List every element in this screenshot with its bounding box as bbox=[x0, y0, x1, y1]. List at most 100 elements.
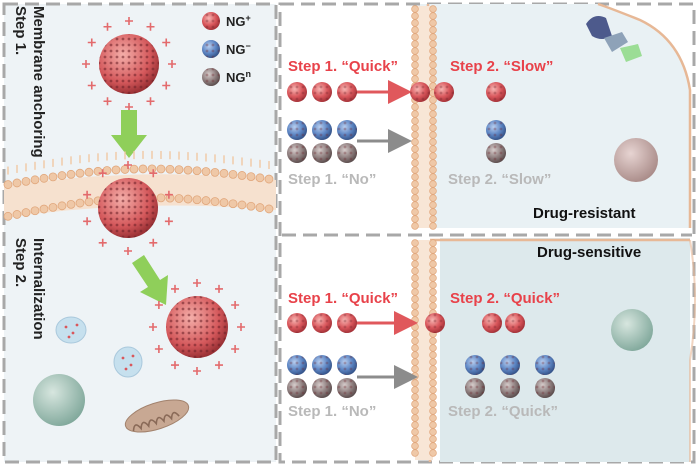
lipid-head bbox=[165, 164, 175, 174]
lipid-head bbox=[156, 164, 166, 174]
transporter-dark bbox=[586, 16, 612, 39]
lipid-head bbox=[411, 330, 419, 338]
negative-nanogel-texture bbox=[337, 120, 357, 140]
plus-sign bbox=[171, 361, 179, 370]
positive-nanogel-texture bbox=[425, 313, 445, 333]
lipid-head bbox=[411, 442, 419, 450]
plus-sign bbox=[231, 301, 240, 309]
legend-label-positive: NG bbox=[226, 14, 246, 29]
positive-nanogel-texture bbox=[287, 313, 307, 333]
lipid-head bbox=[48, 172, 58, 182]
lipid-head bbox=[429, 393, 437, 401]
green-arrow-down bbox=[111, 110, 147, 158]
plus-sign bbox=[103, 22, 112, 31]
resistant-step2-slow-bottom: Step 2. “Slow” bbox=[448, 171, 551, 188]
lipid-head bbox=[429, 173, 437, 181]
positive-charges-top bbox=[82, 17, 176, 111]
lipid-head bbox=[411, 386, 419, 394]
lipid-head bbox=[429, 180, 437, 188]
lipid-head bbox=[75, 198, 85, 208]
lipid-head bbox=[429, 239, 437, 247]
positive-nanogel-texture bbox=[287, 82, 307, 102]
lipid-head bbox=[429, 208, 437, 216]
lipid-head bbox=[228, 169, 238, 179]
sensitive-step1-no: Step 1. “No” bbox=[288, 403, 376, 420]
lipid-head bbox=[201, 167, 211, 176]
lipid-head bbox=[411, 54, 419, 62]
lipid-head bbox=[411, 47, 419, 55]
lipid-head bbox=[84, 167, 94, 177]
lipid-head bbox=[411, 379, 419, 387]
plus-sign bbox=[193, 367, 201, 375]
lipid-head bbox=[429, 159, 437, 167]
negative-nanogel-texture bbox=[535, 355, 555, 375]
lipid-head bbox=[411, 239, 419, 247]
lipid-head bbox=[255, 173, 265, 183]
lipid-head bbox=[411, 421, 419, 429]
lipid-head bbox=[429, 442, 437, 450]
lipid-head bbox=[429, 96, 437, 104]
lipid-head bbox=[411, 215, 419, 223]
lipid-head bbox=[429, 274, 437, 282]
green-arrow-diagonal bbox=[132, 255, 168, 305]
lipid-head bbox=[411, 131, 419, 139]
positive-nanogel-texture bbox=[312, 82, 332, 102]
lipid-head bbox=[411, 12, 419, 20]
lipid-head bbox=[129, 164, 139, 174]
plus-sign bbox=[146, 97, 155, 106]
positive-charges-internalized bbox=[149, 279, 245, 375]
lipid-head bbox=[57, 171, 67, 180]
step2-subtitle: Internalization bbox=[30, 238, 47, 340]
lipid-head bbox=[201, 196, 211, 205]
neutral-nanogel-texture bbox=[500, 378, 520, 398]
lipid-head bbox=[30, 206, 40, 216]
lipid-head bbox=[429, 222, 437, 230]
lipid-head bbox=[57, 201, 67, 211]
vesicle-small-1 bbox=[55, 316, 87, 344]
positive-nanogel-texture bbox=[434, 82, 454, 102]
neutral-nanogel-texture bbox=[287, 143, 307, 163]
lipid-head bbox=[429, 194, 437, 202]
lipid-head bbox=[429, 12, 437, 20]
lipid-head bbox=[429, 386, 437, 394]
legend: NG+ NG− NGn bbox=[202, 12, 251, 86]
lipid-head bbox=[429, 5, 437, 13]
lipid-head bbox=[429, 400, 437, 408]
lipid-head bbox=[411, 253, 419, 261]
mitochondrion bbox=[124, 399, 190, 433]
plus-sign bbox=[154, 345, 163, 353]
plus-sign bbox=[193, 279, 201, 287]
nanogel-particles bbox=[287, 82, 555, 398]
vesicle-small-2 bbox=[113, 346, 143, 378]
lipid-head bbox=[411, 393, 419, 401]
lipid-head bbox=[411, 201, 419, 209]
svg-text:NG−: NG− bbox=[226, 41, 251, 57]
lipid-head bbox=[429, 124, 437, 132]
lipid-head bbox=[156, 193, 166, 203]
transporter-green bbox=[620, 44, 642, 62]
resistant-cell-label: Drug-resistant bbox=[533, 205, 636, 222]
lipid-head bbox=[411, 316, 419, 324]
lipid-head bbox=[411, 145, 419, 153]
plus-sign bbox=[149, 323, 157, 331]
resistant-step1-no: Step 1. “No” bbox=[288, 171, 376, 188]
plus-sign bbox=[103, 97, 112, 106]
lipid-head bbox=[411, 337, 419, 345]
positive-nanogel-texture bbox=[410, 82, 430, 102]
plus-sign bbox=[237, 323, 245, 331]
lipid-head bbox=[429, 201, 437, 209]
lipid-head bbox=[411, 61, 419, 69]
plus-sign bbox=[231, 345, 240, 353]
lipid-head bbox=[246, 172, 256, 182]
plus-sign bbox=[168, 60, 176, 68]
lipid-head bbox=[21, 176, 31, 186]
positive-nanogel-texture bbox=[337, 313, 357, 333]
legend-sup-neutral: n bbox=[246, 69, 252, 79]
lipid-head bbox=[429, 47, 437, 55]
lipid-head bbox=[429, 421, 437, 429]
plus-sign bbox=[98, 169, 107, 178]
lipid-head bbox=[411, 358, 419, 366]
lipid-head bbox=[210, 167, 220, 177]
step1-title: Step 1. bbox=[12, 6, 29, 55]
